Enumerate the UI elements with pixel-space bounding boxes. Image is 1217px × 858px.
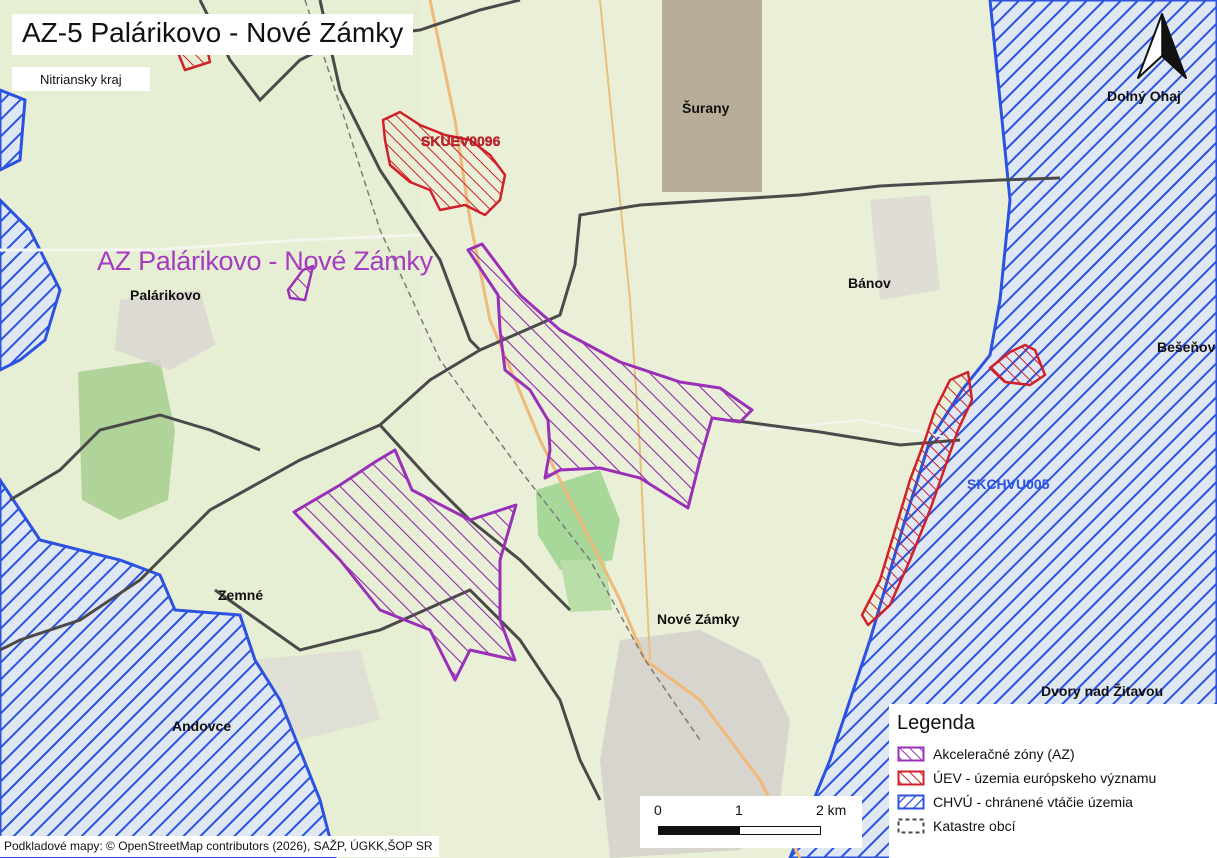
- az-zone-small: [286, 264, 315, 302]
- uev-hatch-icon: [897, 770, 925, 786]
- legend-item-cadastre: Katastre obcí: [897, 814, 1209, 838]
- place-label-surany: Šurany: [682, 100, 730, 116]
- place-label-palarikovo: Palárikovo: [130, 287, 201, 303]
- legend-item-az: Akceleračné zóny (AZ): [897, 742, 1209, 766]
- scale-tick-2: 2 km: [816, 802, 847, 818]
- legend-label-cadastre: Katastre obcí: [933, 818, 1016, 834]
- chvu-hatch-icon: [897, 794, 925, 810]
- railway: [304, 0, 701, 741]
- az-zone-east: [466, 242, 754, 510]
- place-label-dolny-ohaj: Dolný Ohaj: [1107, 88, 1181, 104]
- region-label: Nitriansky kraj: [12, 67, 150, 91]
- scale-segment-dark: [658, 826, 740, 835]
- legend-label-uev: ÚEV - územia európskeho významu: [933, 770, 1157, 786]
- legend: Legenda Akceleračné zóny (AZ) ÚEV - územ…: [889, 704, 1217, 858]
- legend-item-uev: ÚEV - územia európskeho významu: [897, 766, 1209, 790]
- uev-area-skuev0096: [381, 110, 507, 217]
- place-label-andovce: Andovce: [172, 718, 232, 734]
- uev-area-east: [860, 370, 974, 627]
- attribution: Podkladové mapy: © OpenStreetMap contrib…: [0, 836, 439, 857]
- place-label-dvory-nad-zitavou: Dvory nad Žitavou: [1041, 683, 1164, 699]
- urban-area-surany: [662, 0, 762, 192]
- road: [0, 233, 421, 252]
- az-zone-label: AZ Palárikovo - Nové Zámky: [97, 246, 433, 276]
- place-label-zemne: Zemné: [218, 587, 264, 603]
- legend-label-az: Akceleračné zóny (AZ): [933, 746, 1075, 762]
- cadastre-boundary-icon: [897, 818, 925, 834]
- place-label-banov: Bánov: [848, 275, 891, 291]
- urban-area-palarikovo: [115, 290, 215, 370]
- scale-tick-1: 1: [735, 802, 743, 818]
- chvu-code-label: SKCHVU005: [967, 476, 1050, 492]
- chvu-area-southwest: [0, 477, 337, 858]
- forest-area: [536, 470, 620, 570]
- place-label-nove-zamky: Nové Zámky: [657, 611, 740, 627]
- uev-area-besenov: [988, 343, 1047, 387]
- forest-area: [560, 560, 612, 612]
- scale-bar: 0 1 2 km: [640, 796, 862, 848]
- az-zone-west: [292, 448, 518, 682]
- urban-area-banov: [870, 195, 940, 300]
- chvu-area-northwest: [0, 88, 27, 172]
- place-label-besenov: Bešeňov: [1157, 339, 1216, 355]
- north-arrow-icon: [1134, 12, 1190, 85]
- chvu-area-west: [0, 197, 62, 372]
- forest-area: [78, 360, 175, 520]
- legend-label-chvu: CHVÚ - chránené vtáčie územia: [933, 794, 1133, 810]
- scale-segment-light: [739, 826, 821, 835]
- legend-item-chvu: CHVÚ - chránené vtáčie územia: [897, 790, 1209, 814]
- uev-code-label: SKUEV0096: [421, 133, 501, 149]
- az-hatch-icon: [897, 746, 925, 762]
- scale-tick-0: 0: [654, 802, 662, 818]
- map-title: AZ-5 Palárikovo - Nové Zámky: [12, 14, 414, 55]
- legend-title: Legenda: [897, 712, 975, 734]
